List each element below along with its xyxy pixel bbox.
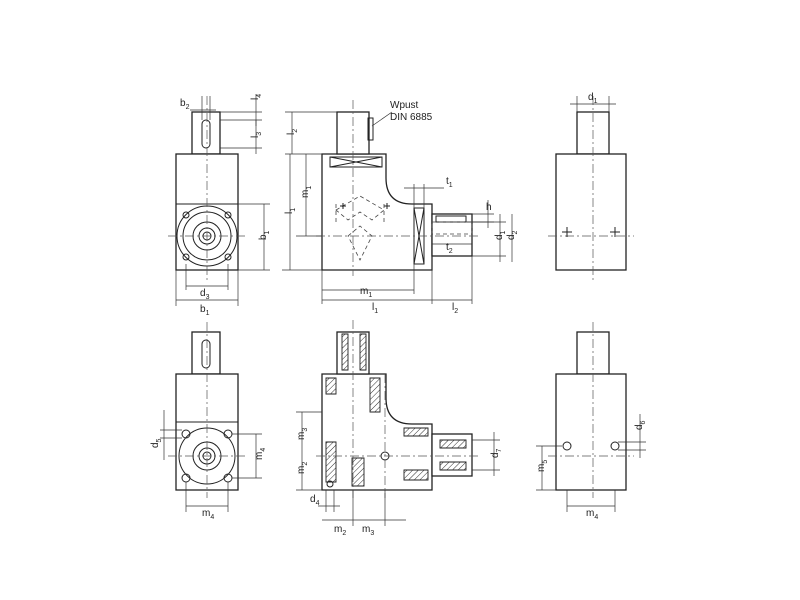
dim-label-m5: m5 xyxy=(536,460,549,472)
dim-subscript: 2 xyxy=(342,530,346,537)
dim-subscript: 4 xyxy=(316,500,320,507)
dim-subscript: 5 xyxy=(542,460,549,464)
dim-label-d2: d2 xyxy=(506,230,519,240)
dim-letter: d xyxy=(150,442,161,448)
dim-letter: d xyxy=(200,288,206,299)
view-top-right xyxy=(548,96,634,280)
dim-label-l2-top: l2 xyxy=(286,129,299,135)
dim-subscript: 5 xyxy=(156,438,163,442)
dim-letter: b xyxy=(200,304,206,315)
dim-label-m4-br: m4 xyxy=(586,508,598,521)
dim-label-m3-horiz: m3 xyxy=(362,524,374,537)
dim-label-d1-mid: d1 xyxy=(494,230,507,240)
dim-subscript: 4 xyxy=(256,94,263,98)
dim-subscript: 4 xyxy=(260,448,267,452)
dim-subscript: 1 xyxy=(290,208,297,212)
dim-letter: m xyxy=(334,524,342,535)
view-top-left xyxy=(168,94,270,306)
keyway-note-line2: DIN 6885 xyxy=(390,112,433,123)
view-top-middle: Wpust DIN 6885 xyxy=(282,100,513,304)
dim-subscript: 1 xyxy=(206,310,210,317)
view-bottom-middle xyxy=(296,320,500,526)
dim-subscript: 4 xyxy=(210,514,214,521)
dim-label-m4-bl: m4 xyxy=(202,508,214,521)
dim-letter: l xyxy=(284,212,295,214)
dim-letter: m xyxy=(586,508,594,519)
dim-label-l1-vert: l1 xyxy=(284,208,297,214)
dim-subscript: 6 xyxy=(640,420,647,424)
dim-label-b1-right: b1 xyxy=(258,230,271,240)
dim-label-d1-right: d1 xyxy=(588,92,598,105)
dim-subscript: 3 xyxy=(302,428,309,432)
dim-label-l1-horiz: l1 xyxy=(372,302,378,315)
dim-label-m3-vert: m3 xyxy=(296,428,309,440)
dim-letter: m xyxy=(362,524,370,535)
dim-subscript: 2 xyxy=(302,462,309,466)
dim-subscript: 7 xyxy=(496,448,503,452)
dim-letter: l xyxy=(286,133,297,135)
dim-label-m4-vert: m4 xyxy=(254,448,267,460)
dim-letter: t xyxy=(446,242,449,253)
dim-subscript: 1 xyxy=(594,98,598,105)
dim-label-l4: l4 xyxy=(250,94,263,100)
keyway-note-line1: Wpust xyxy=(390,100,419,111)
dim-letter: m xyxy=(202,508,210,519)
dim-subscript: 2 xyxy=(449,248,453,255)
dim-letter: l xyxy=(452,302,454,313)
dim-subscript: 2 xyxy=(292,129,299,133)
dim-subscript: 3 xyxy=(256,132,263,136)
dim-label-d7: d7 xyxy=(490,448,503,458)
dim-label-b2: b2 xyxy=(180,98,190,111)
dim-label-d5: d5 xyxy=(150,438,163,448)
dim-letter: t xyxy=(446,176,449,187)
dim-letter: m xyxy=(296,466,307,474)
dim-letter: m xyxy=(296,432,307,440)
dim-subscript: 1 xyxy=(368,292,372,299)
dim-subscript: 1 xyxy=(264,230,271,234)
dim-letter: b xyxy=(180,98,186,109)
dim-subscript: 3 xyxy=(370,530,374,537)
dim-letter: m xyxy=(360,286,368,297)
dim-letter: m xyxy=(536,464,547,472)
view-bottom-right xyxy=(536,322,646,512)
dim-label-m2-vert: m2 xyxy=(296,462,309,474)
dim-label-t2: t2 xyxy=(446,242,453,255)
dim-letter: d xyxy=(494,234,505,240)
dim-letter: d xyxy=(588,92,594,103)
dim-label-d3: d3 xyxy=(200,288,210,301)
dim-letter: l xyxy=(372,302,374,313)
dim-label-b1-bottom: b1 xyxy=(200,304,210,317)
dim-subscript: 4 xyxy=(594,514,598,521)
dim-letter: h xyxy=(486,202,492,213)
dim-letter: l xyxy=(250,136,261,138)
dim-label-d6: d6 xyxy=(634,420,647,430)
dim-subscript: 1 xyxy=(449,182,453,189)
dim-subscript: 3 xyxy=(206,294,210,301)
dim-subscript: 2 xyxy=(512,230,519,234)
dim-letter: l xyxy=(250,98,261,100)
dim-letter: b xyxy=(258,234,269,240)
dim-letter: m xyxy=(300,190,311,198)
dim-subscript: 1 xyxy=(306,186,313,190)
dim-letter: m xyxy=(254,452,265,460)
dim-label-l3: l3 xyxy=(250,132,263,138)
dim-letter: d xyxy=(490,452,501,458)
dim-subscript: 1 xyxy=(500,230,507,234)
dim-subscript: 2 xyxy=(186,104,190,111)
dim-label-d4: d4 xyxy=(310,494,320,507)
dim-label-h: h xyxy=(486,202,492,213)
dim-letter: d xyxy=(506,234,517,240)
view-bottom-left xyxy=(160,322,262,512)
dim-label-m1-vert: m1 xyxy=(300,186,313,198)
dim-letter: d xyxy=(634,424,645,430)
dim-subscript: 1 xyxy=(374,308,378,315)
dim-label-m2-horiz: m2 xyxy=(334,524,346,537)
dim-subscript: 2 xyxy=(454,308,458,315)
dim-label-m1-horiz: m1 xyxy=(360,286,372,299)
dim-label-l2-right: l2 xyxy=(452,302,458,315)
dim-letter: d xyxy=(310,494,316,505)
dim-label-t1: t1 xyxy=(446,176,453,189)
